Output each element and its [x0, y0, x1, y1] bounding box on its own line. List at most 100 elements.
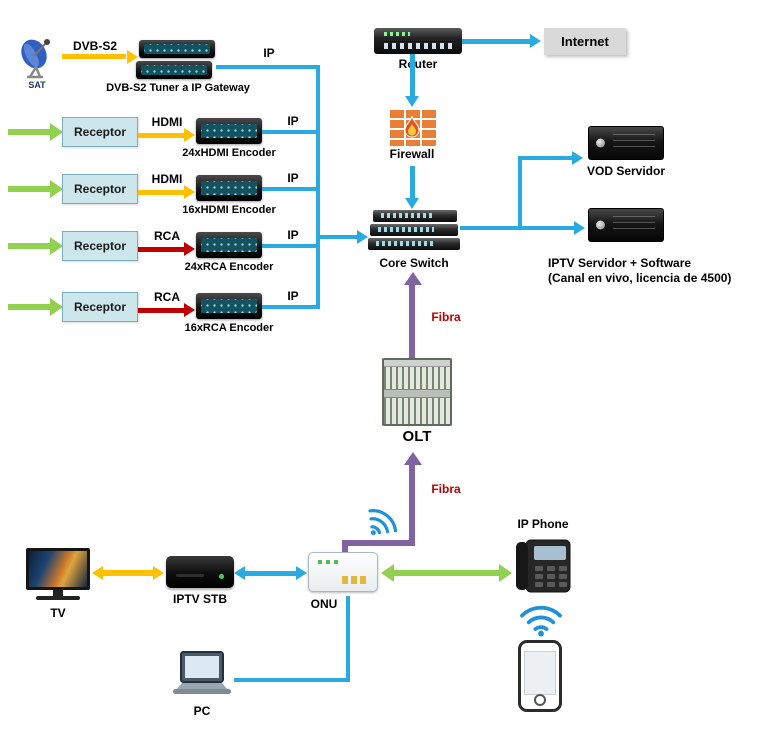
receptor-box: Receptor	[62, 174, 138, 204]
signal-type-label: HDMI	[151, 115, 183, 129]
link-gateway-bus-line	[216, 65, 318, 69]
server-branch-riser	[518, 156, 522, 230]
receptor-input-line	[8, 186, 52, 192]
encoder-label: 16xRCA Encoder	[184, 322, 274, 334]
switch-unit-3	[368, 238, 460, 250]
ip-phone-label: IP Phone	[517, 517, 569, 531]
link-onu-phone-line	[392, 570, 500, 576]
signal-line	[138, 190, 186, 195]
internet-label: Internet	[561, 34, 609, 49]
link-router-firewall-line	[410, 54, 415, 98]
iptv-server-label-line1: IPTV Servidor + Software	[548, 256, 692, 270]
firewall-label: Firewall	[389, 147, 435, 161]
link-stb-onu-arrowhead-right	[296, 566, 307, 580]
ip-label: IP	[287, 114, 299, 128]
internet-box: Internet	[544, 28, 626, 55]
link-olt-onu-line-horizontal	[342, 540, 415, 546]
link-stb-onu-arrowhead-left	[234, 566, 245, 580]
onu-device	[308, 552, 378, 592]
router-device	[374, 28, 462, 54]
link-coreswitch-olt-line	[409, 284, 415, 360]
onu-label: ONU	[310, 597, 338, 611]
encoder-label: 24xHDMI Encoder	[182, 147, 276, 159]
dvbs2-link-label: DVB-S2	[72, 39, 117, 53]
encoder-device	[196, 232, 262, 258]
ip-line	[262, 305, 318, 309]
encoder-row-3: Receptor RCA 24xRCA Encoder IP	[0, 228, 330, 295]
ip-label: IP	[287, 228, 299, 242]
signal-arrowhead	[184, 185, 195, 199]
encoder-device	[196, 293, 262, 319]
encoder-row-4: Receptor RCA 16xRCA Encoder IP	[0, 289, 330, 356]
receptor-label: Receptor	[73, 182, 126, 196]
firewall-icon	[388, 108, 436, 146]
fibra-lower-label: Fibra	[431, 482, 461, 496]
ip-line	[262, 130, 318, 134]
signal-arrowhead	[184, 128, 195, 142]
receptor-label: Receptor	[73, 300, 126, 314]
receptor-input-arrowhead	[50, 180, 63, 198]
stb-device	[166, 556, 234, 588]
signal-line	[138, 133, 186, 138]
ip-line	[262, 187, 318, 191]
link-firewall-coreswitch-arrowhead	[405, 198, 419, 209]
gateway-unit-top	[139, 40, 215, 58]
link-sat-gateway-arrowhead	[127, 50, 138, 64]
signal-line	[138, 308, 186, 313]
sat-label: SAT	[28, 80, 46, 90]
link-tv-stb-arrowhead-right	[153, 566, 164, 580]
fibra-upper-label: Fibra	[431, 310, 461, 324]
link-bus-coreswitch-arrowhead	[357, 230, 368, 244]
link-olt-onu-arrowhead	[404, 452, 422, 465]
link-sat-gateway-line	[62, 54, 126, 59]
receptor-input-line	[8, 129, 52, 135]
link-coreswitch-iptvserver-arrowhead	[574, 221, 585, 235]
dvbs2-gateway-device	[136, 40, 216, 80]
switch-unit-1	[373, 210, 457, 222]
onu-wifi-icon	[368, 509, 398, 536]
signal-line	[138, 247, 186, 252]
signal-type-label: RCA	[154, 290, 180, 304]
wifi-icon	[520, 605, 562, 637]
encoder-row-1: Receptor HDMI 24xHDMI Encoder IP	[0, 114, 330, 181]
link-olt-onu-line-vertical	[409, 464, 415, 546]
link-riser-vod-arrowhead	[572, 151, 583, 165]
link-olt-onu-line-drop	[342, 540, 348, 554]
link-onu-phone-arrowhead-right	[499, 564, 512, 582]
receptor-label: Receptor	[73, 239, 126, 253]
ip-phone-device	[516, 539, 571, 593]
receptor-label: Receptor	[73, 125, 126, 139]
vod-server-device	[588, 126, 664, 160]
tv-label: TV	[50, 606, 66, 620]
pc-label: PC	[193, 704, 211, 718]
receptor-input-arrowhead	[50, 123, 63, 141]
link-firewall-coreswitch-line	[410, 166, 415, 198]
encoder-device	[196, 118, 262, 144]
link-onu-phone-arrowhead-left	[381, 564, 394, 582]
link-bus-coreswitch-line	[318, 235, 358, 239]
receptor-input-arrowhead	[50, 298, 63, 316]
receptor-box: Receptor	[62, 117, 138, 147]
stb-label: IPTV STB	[172, 592, 227, 606]
link-router-internet-arrowhead	[530, 34, 541, 48]
router-label: Router	[398, 57, 438, 71]
link-router-firewall-arrowhead	[405, 96, 419, 107]
encoder-label: 16xHDMI Encoder	[182, 204, 276, 216]
gateway-label: DVB-S2 Tuner a IP Gateway	[106, 82, 250, 94]
ip-label: IP	[287, 171, 299, 185]
signal-type-label: RCA	[154, 229, 180, 243]
link-coreswitch-olt-arrowhead	[404, 272, 422, 285]
link-onu-pc-line-vertical	[346, 596, 350, 682]
olt-device	[382, 358, 452, 426]
iptv-server-label-line2: (Canal en vivo, licencia de 4500)	[548, 271, 732, 285]
signal-arrowhead	[184, 303, 195, 317]
core-switch-device	[368, 210, 460, 252]
olt-label: OLT	[402, 428, 432, 445]
link-stb-onu-line	[245, 571, 297, 576]
encoder-device	[196, 175, 262, 201]
link-tv-stb-line	[102, 570, 154, 576]
receptor-box: Receptor	[62, 292, 138, 322]
gateway-unit-bottom	[136, 61, 212, 79]
vod-server-label: VOD Servidor	[586, 164, 666, 178]
